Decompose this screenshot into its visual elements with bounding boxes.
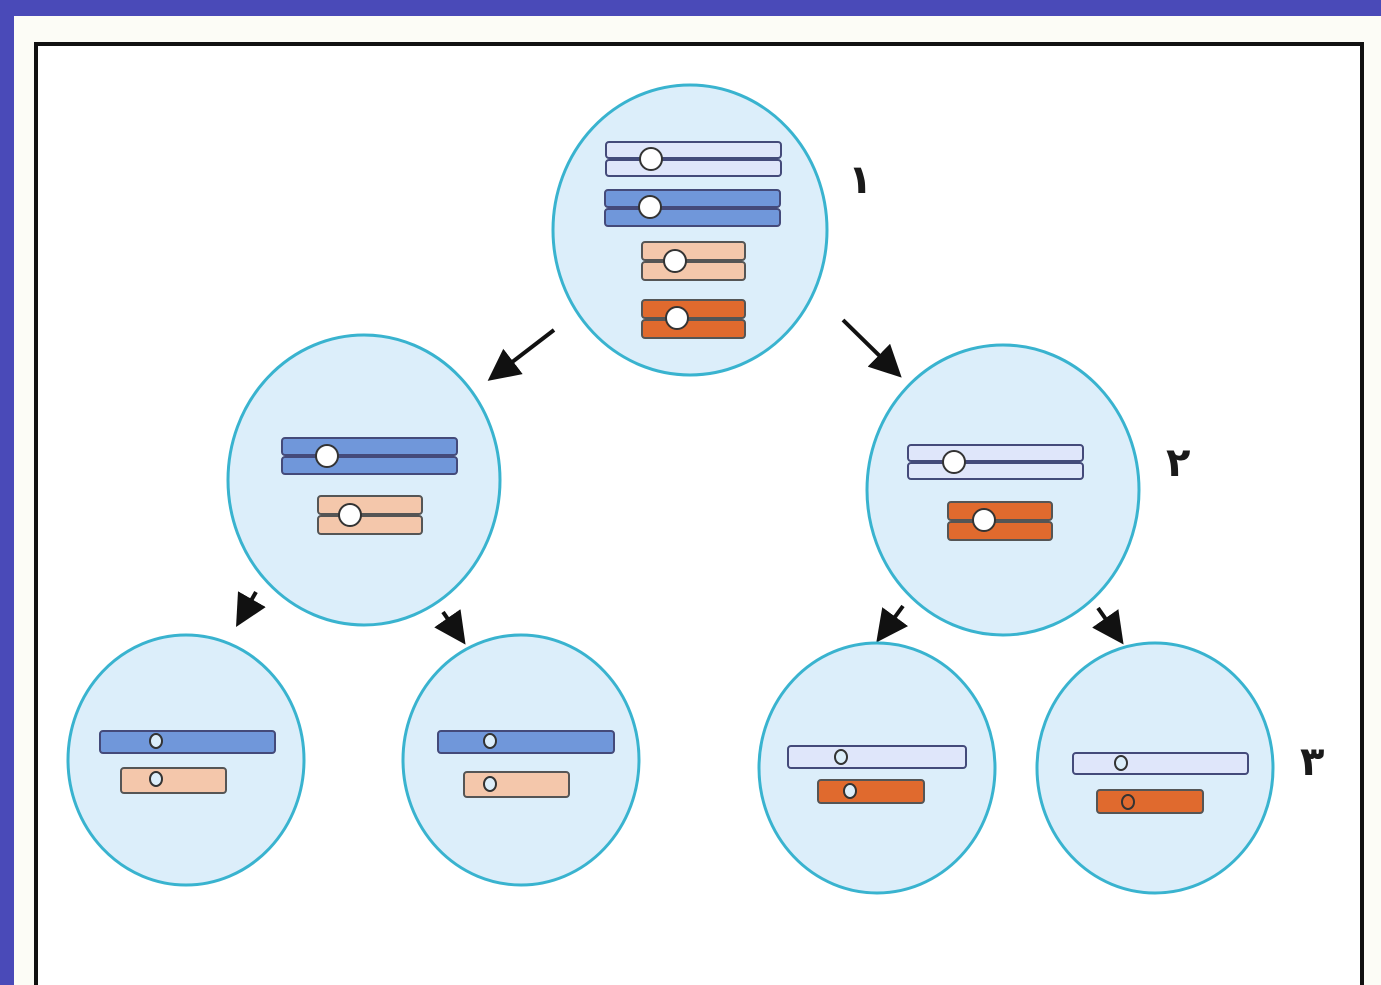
chromosome-light-blue <box>907 444 1084 480</box>
gamete-cell-c <box>757 641 997 895</box>
chromosome-orange <box>641 299 746 339</box>
arrow-to-left-cell <box>487 328 556 381</box>
arrow-to-cell-c <box>876 604 909 643</box>
chromosome-blue <box>281 437 458 475</box>
gamete-cell-a <box>66 633 306 887</box>
chromatid-light-orange <box>120 767 227 794</box>
daughter-cell-left <box>226 333 502 627</box>
arrow-to-right-cell <box>841 318 902 378</box>
cell-membrane <box>865 343 1141 637</box>
daughter-cell-right <box>865 343 1141 637</box>
arrow-to-cell-a <box>236 591 266 627</box>
gamete-cell-d <box>1035 641 1275 895</box>
chromosome-light-orange <box>641 241 746 281</box>
chromatid-blue <box>437 730 615 754</box>
stage-label-2: ٢ <box>1166 440 1191 486</box>
chromatid-blue <box>99 730 276 754</box>
cell-membrane <box>401 633 641 887</box>
chromatid-orange <box>817 779 925 804</box>
chromosome-light-blue <box>605 141 782 177</box>
gamete-cell-b <box>401 633 641 887</box>
stage-label-3: ٣ <box>1300 739 1325 785</box>
chromosome-light-orange <box>317 495 423 535</box>
chromatid-light-blue <box>1072 752 1249 775</box>
chromosome-orange <box>947 501 1053 541</box>
cell-membrane <box>226 333 502 627</box>
arrow-to-cell-d <box>1092 606 1124 645</box>
arrow-to-cell-b <box>434 609 466 645</box>
chromatid-light-orange <box>463 771 570 798</box>
cell-membrane <box>66 633 306 887</box>
chromosome-blue <box>604 189 781 227</box>
parent-cell <box>551 83 829 377</box>
chromatid-light-blue <box>787 745 967 769</box>
stage-label-1: ١ <box>848 157 873 203</box>
chromatid-orange <box>1096 789 1204 814</box>
